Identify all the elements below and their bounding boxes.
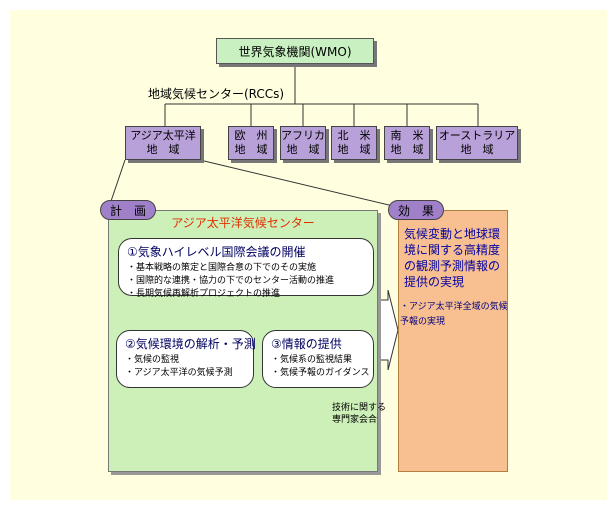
expert-line2: 専門家会合 [332,415,378,425]
region-line1: アフリカ [281,129,325,142]
region-africa: アフリカ 地 域 [280,126,326,160]
effect-main-text: 気候変動と地球環境に関する高精度の観測予測情報の提供の実現 [404,227,501,289]
region-line2: 地 域 [146,143,180,156]
bubble-conference: ①気象ハイレベル国際会議の開催 ・基本戦略の策定と国際合意の下でのその実施 ・国… [118,238,374,299]
region-line1: アジア太平洋 [130,129,196,142]
plan-tag: 計 画 [100,200,156,220]
center-title: アジア太平洋気候センター [171,216,315,230]
expert-meeting-label: 技術に関する 専門家会合 [332,402,386,426]
region-line1: 欧 州 [234,129,268,142]
region-australia: オーストラリア 地 域 [436,126,518,160]
wmo-box: 世界気象機関(WMO) [216,38,374,64]
region-south-america: 南 米 地 域 [384,126,430,160]
region-asia-pacific: アジア太平洋 地 域 [125,126,201,160]
effect-sub-text: ・アジア太平洋全域の気候予報の実現 [400,302,508,327]
region-line2: 地 域 [460,143,494,156]
bubble-analysis: ②気候環境の解析・予測 ・気候の監視 ・アジア太平洋の気候予測 [116,330,256,388]
bubble-item: ・国際的な連携・協力の下でのセンター活動の推進 [127,276,335,286]
bubble-item: ・気候の監視 [125,355,180,365]
rcc-label: 地域気候センター(RCCs) [148,87,285,101]
bubble-item: ・アジア太平洋の気候予測 [125,368,233,378]
region-line1: 北 米 [337,129,371,142]
bubble-information: ③情報の提供 ・気候系の監視結果 ・気候予報のガイダンス [262,330,374,388]
bubble-title: ③情報の提供 [271,337,342,351]
expert-line1: 技術に関する [332,403,387,413]
bubble-title: ①気象ハイレベル国際会議の開催 [127,245,306,259]
effect-panel [398,210,508,472]
bubble-item: ・長期気候再解析プロジェクトの推進 [127,289,281,299]
bubble-item: ・基本戦略の策定と国際合意の下でのその実施 [127,263,317,273]
region-line1: オーストラリア [438,129,516,142]
effect-tag: 効 果 [388,200,444,220]
region-line2: 地 域 [234,143,268,156]
region-line2: 地 域 [337,143,371,156]
bubble-item: ・気候予報のガイダンス [271,368,370,378]
region-line1: 南 米 [390,129,424,142]
bubble-title: ②気候環境の解析・予測 [125,337,256,351]
region-line2: 地 域 [286,143,320,156]
region-north-america: 北 米 地 域 [331,126,377,160]
bubble-item: ・気候系の監視結果 [271,355,353,365]
region-europe: 欧 州 地 域 [228,126,274,160]
region-line2: 地 域 [390,143,424,156]
